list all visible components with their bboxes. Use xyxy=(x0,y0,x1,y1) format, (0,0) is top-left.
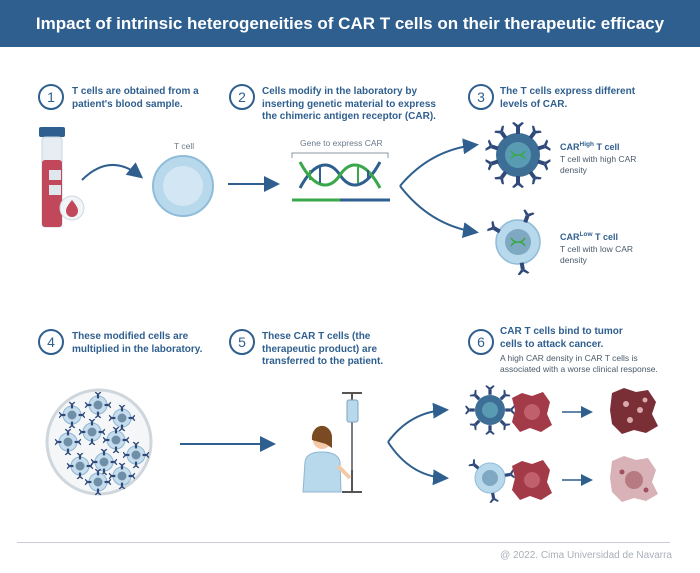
step-5-number: 5 xyxy=(229,329,255,355)
t-cell-icon xyxy=(152,155,214,217)
step-6-text: CAR T cells bind to tumor cells to attac… xyxy=(500,326,623,350)
surviving-tumor-cell-icon xyxy=(610,456,658,502)
car-low-label: CARLow T cell xyxy=(560,231,619,242)
step-3-text: The T cells express different levels of … xyxy=(500,86,636,110)
petri-dish-icon xyxy=(45,388,153,495)
step-6-number: 6 xyxy=(468,329,494,355)
car-high-cell-icon xyxy=(484,122,552,188)
dead-tumor-cell-icon xyxy=(610,388,658,434)
t-cell-label: T cell xyxy=(174,141,195,151)
step-4-number: 4 xyxy=(38,329,64,355)
gene-label: Gene to express CAR xyxy=(300,138,383,148)
step-5-text: These CAR T cells (the therapeutic produ… xyxy=(262,331,384,367)
step-4-text: These modified cells are multiplied in t… xyxy=(72,331,203,355)
patient-iv-icon xyxy=(302,392,362,493)
step-6-note: A high CAR density in CAR T cells is ass… xyxy=(500,353,658,374)
blood-tube-icon xyxy=(39,127,85,228)
header-title: Impact of intrinsic heterogeneities of C… xyxy=(0,0,700,47)
high-car-binding-icon xyxy=(465,385,552,435)
car-high-description: T cell with high CAR density xyxy=(560,154,637,175)
step-1-number: 1 xyxy=(38,84,64,110)
step-1-text: T cells are obtained from a patient's bl… xyxy=(72,86,199,110)
footer-credit: @ 2022. Cima Universidad de Navarra xyxy=(500,550,672,561)
step-2-text: Cells modify in the laboratory by insert… xyxy=(262,86,436,122)
step-3-number: 3 xyxy=(468,84,494,110)
low-car-binding-icon xyxy=(467,458,552,504)
dna-icon xyxy=(291,152,390,202)
car-high-label: CARHigh T cell xyxy=(560,141,620,152)
step-2-number: 2 xyxy=(229,84,255,110)
car-low-description: T cell with low CAR density xyxy=(560,244,634,265)
car-low-cell-icon xyxy=(486,208,541,276)
footer-divider xyxy=(17,542,670,543)
